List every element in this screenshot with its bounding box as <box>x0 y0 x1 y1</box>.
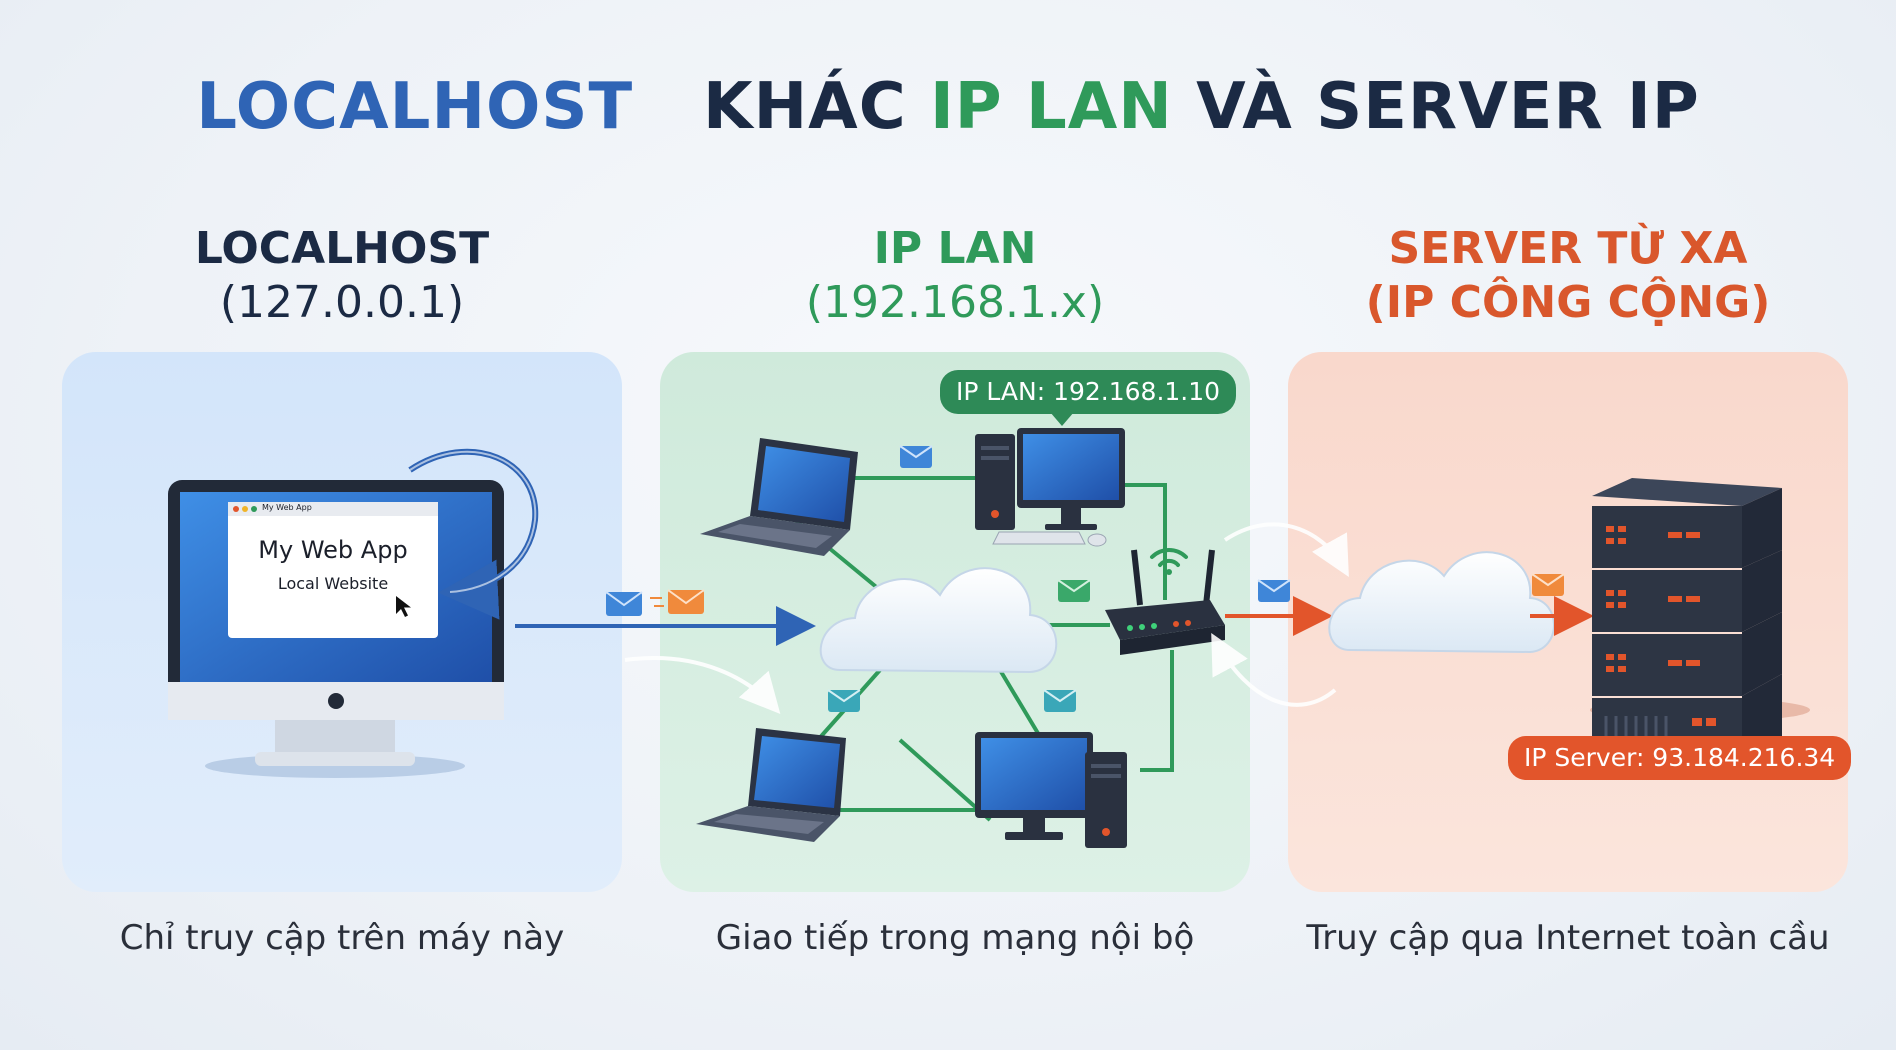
caption-localhost: Chỉ truy cập trên máy này <box>119 918 565 958</box>
cloud-icon <box>819 567 1058 674</box>
heading-ip-lan-sub: (192.168.1.x) <box>805 277 1105 328</box>
wifi-icon <box>1150 547 1188 575</box>
envelope-icon <box>650 589 705 614</box>
monitor-icon <box>168 448 539 778</box>
heading-server: SERVER TỪ XA (IP CÔNG CỘNG) <box>1288 222 1848 330</box>
title-localhost: LOCALHOST <box>196 70 634 144</box>
title-server-ip: VÀ SERVER IP <box>1196 70 1700 144</box>
laptop-icon <box>700 438 858 556</box>
heading-localhost-title: LOCALHOST <box>194 223 490 274</box>
heading-ip-lan: IP LAN (192.168.1.x) <box>675 222 1235 330</box>
heading-server-title: SERVER TỪ XA <box>1388 223 1748 274</box>
server-rack-icon <box>1590 478 1810 760</box>
caption-ip-lan: Giao tiếp trong mạng nội bộ <box>715 918 1195 958</box>
heading-ip-lan-title: IP LAN <box>873 223 1037 274</box>
desktop-pc-icon <box>975 428 1125 547</box>
title-ip-lan: IP LAN <box>929 70 1173 144</box>
lan-badge-pointer <box>1050 412 1074 426</box>
title-khac: KHÁC <box>703 70 907 144</box>
cloud-icon <box>1328 551 1555 654</box>
envelope-icon <box>827 689 861 712</box>
browser-tab-label: My Web App <box>262 503 312 512</box>
laptop-icon <box>696 728 846 842</box>
heading-localhost: LOCALHOST (127.0.0.1) <box>62 222 622 330</box>
caption-server: Truy cập qua Internet toàn cầu <box>1306 918 1830 958</box>
envelope-icon <box>1257 579 1291 602</box>
app-subtitle: Local Website <box>277 574 389 593</box>
envelope-icon <box>1043 689 1077 712</box>
server-ip-badge: IP Server: 93.184.216.34 <box>1508 736 1852 780</box>
heading-localhost-sub: (127.0.0.1) <box>219 277 465 328</box>
app-title: My Web App <box>258 536 408 564</box>
envelope-icon <box>605 591 643 616</box>
router-icon <box>1105 549 1225 655</box>
envelope-icon <box>1531 573 1565 596</box>
desktop-pc-icon <box>975 732 1127 848</box>
heading-server-sub: (IP CÔNG CỘNG) <box>1365 277 1771 328</box>
page-title: LOCALHOST KHÁC IP LAN VÀ SERVER IP <box>0 70 1896 144</box>
envelope-icon <box>899 445 933 468</box>
lan-ip-badge: IP LAN: 192.168.1.10 <box>940 370 1237 414</box>
envelope-icon <box>1057 579 1091 602</box>
